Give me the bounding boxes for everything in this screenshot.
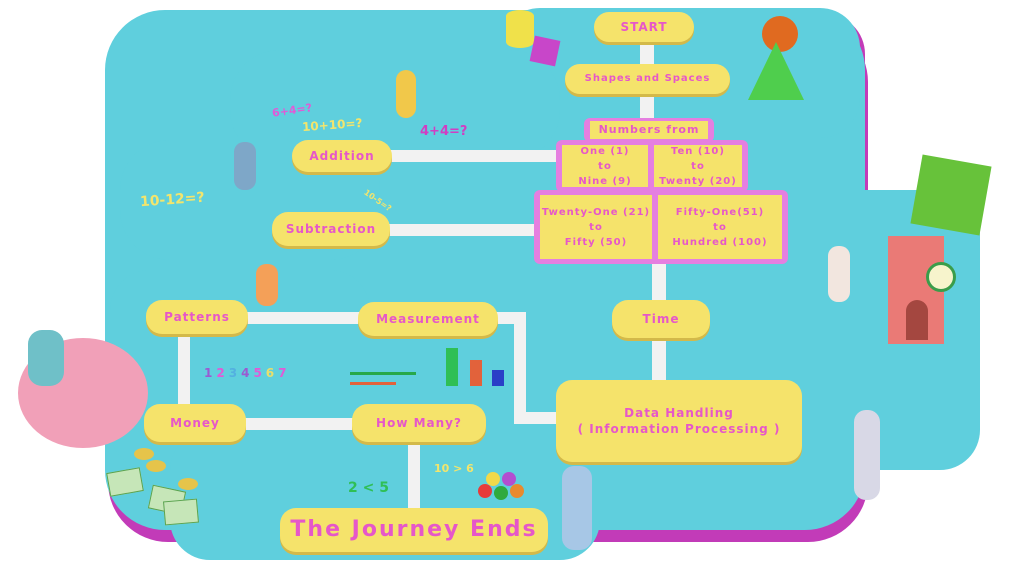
- path-subtraction: [380, 224, 540, 236]
- path-patterns-measurement: [240, 312, 370, 324]
- clock-face-icon: [926, 262, 956, 292]
- numbers-from-label: Numbers from: [590, 121, 708, 139]
- start-node[interactable]: START: [594, 12, 694, 42]
- range-label: to: [598, 160, 612, 172]
- child-figure: [256, 264, 278, 306]
- addition-node[interactable]: Addition: [292, 140, 392, 172]
- sequence-digit: 2: [216, 366, 225, 380]
- sequence-digit: 5: [253, 366, 262, 380]
- range-label: to: [691, 160, 705, 172]
- path-shapes-numbers: [640, 92, 654, 122]
- child-figure: [28, 330, 64, 386]
- range-label: Twenty (20): [659, 175, 737, 187]
- range-label: Twenty-One (21): [541, 206, 651, 218]
- measurement-node[interactable]: Measurement: [358, 302, 498, 336]
- range-fiftyone-to-hundred[interactable]: Fifty-One(51) to Hundred (100): [658, 195, 782, 259]
- coin-icon: [134, 448, 154, 460]
- child-figure: [828, 246, 850, 302]
- time-node[interactable]: Time: [612, 300, 710, 338]
- comparison-text: 10 > 6: [434, 462, 474, 475]
- path-money-howmany: [220, 418, 360, 430]
- sequence-digit: 7: [278, 366, 287, 380]
- range-label: to: [713, 221, 727, 233]
- data-handling-title: Data Handling: [624, 405, 734, 420]
- range-label: Hundred (100): [672, 236, 768, 248]
- child-figure: [396, 70, 416, 118]
- data-handling-node[interactable]: Data Handling ( Information Processing ): [556, 380, 802, 462]
- path-addition: [380, 150, 570, 162]
- range-label: Fifty-One(51): [675, 206, 765, 218]
- cylinder-toy: [506, 10, 534, 48]
- child-figure: [234, 142, 256, 190]
- data-handling-subtitle: ( Information Processing ): [577, 422, 781, 436]
- number-sequence: 1 2 3 4 5 6 7: [204, 366, 287, 380]
- coin-icon: [178, 478, 198, 490]
- range-label: to: [589, 221, 603, 233]
- shapes-and-spaces-node[interactable]: Shapes and Spaces: [565, 64, 730, 94]
- money-node[interactable]: Money: [144, 404, 246, 442]
- journey-ends-node[interactable]: The Journey Ends: [280, 508, 548, 552]
- stack-block-green: [446, 348, 458, 386]
- clock-tower-roof: [910, 154, 992, 236]
- cone-toy: [748, 42, 804, 100]
- sequence-digit: 6: [265, 366, 275, 380]
- child-figure: [562, 466, 592, 550]
- ball-icon: [494, 486, 508, 500]
- sequence-digit: 1: [204, 366, 213, 380]
- coin-icon: [146, 460, 166, 472]
- sequence-digit: 4: [241, 366, 250, 380]
- child-figure: [854, 410, 880, 500]
- path-patterns-money: [178, 336, 190, 408]
- ball-icon: [478, 484, 492, 498]
- range-label: Nine (9): [578, 175, 632, 187]
- measure-bar: [350, 372, 416, 375]
- stack-block-blue: [492, 370, 504, 386]
- patterns-node[interactable]: Patterns: [146, 300, 248, 334]
- path-numbers-time: [652, 262, 666, 302]
- range-label: Fifty (50): [564, 236, 628, 248]
- cube-toy: [529, 35, 561, 67]
- path-measurement-data-v: [514, 312, 526, 424]
- ball-icon: [502, 472, 516, 486]
- subtraction-node[interactable]: Subtraction: [272, 212, 390, 246]
- equation-text: 4+4=?: [420, 124, 468, 139]
- banknote-icon: [163, 498, 199, 526]
- range-label: One (1): [580, 145, 630, 157]
- path-time-data: [652, 334, 666, 384]
- sequence-digit: 3: [228, 366, 238, 380]
- range-ten-to-twenty[interactable]: Ten (10) to Twenty (20): [654, 145, 742, 187]
- range-label: Ten (10): [671, 145, 725, 157]
- how-many-node[interactable]: How Many?: [352, 404, 486, 442]
- comparison-text: 2 < 5: [348, 480, 389, 496]
- stack-block-orange: [470, 360, 482, 386]
- path-measurement-data-h: [514, 412, 562, 424]
- ball-icon: [486, 472, 500, 486]
- clock-door: [906, 300, 928, 340]
- ball-icon: [510, 484, 524, 498]
- path-howmany-end: [408, 440, 420, 512]
- measure-bar: [350, 382, 396, 385]
- range-twentyone-to-fifty[interactable]: Twenty-One (21) to Fifty (50): [540, 195, 652, 259]
- range-one-to-nine[interactable]: One (1) to Nine (9): [562, 145, 648, 187]
